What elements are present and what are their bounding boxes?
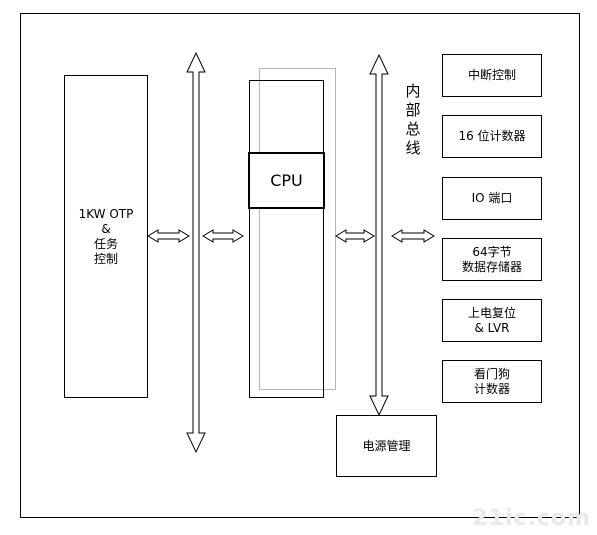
otp-label: 1KW OTP & 任务 控制 [78,206,134,266]
cpu-column [249,80,324,398]
arrow-bus-cpu [202,229,244,243]
cpu-block: CPU [248,152,325,209]
watermark: 21ic.com [472,506,591,531]
interrupt-control-label: 中断控制 [467,68,516,82]
power-management-label: 电源管理 [362,438,411,453]
watchdog-block: 看门狗 计数器 [442,360,542,403]
left-bus-arrow [186,51,206,454]
watchdog-label: 看门狗 计数器 [473,366,510,396]
otp-block: 1KW OTP & 任务 控制 [64,75,148,398]
reset-lvr-label: 上电复位 & LVR [467,305,516,335]
counter16-label: 16 位计数器 [458,129,526,143]
io-port-label: IO 端口 [471,191,513,205]
arrow-bus-memory [391,229,435,243]
cpu-shadow [259,68,336,390]
io-port-block: IO 端口 [442,177,542,220]
arrow-cpu-bus [335,229,375,243]
cpu-label: CPU [270,171,303,190]
reset-lvr-block: 上电复位 & LVR [442,299,542,342]
interrupt-control-block: 中断控制 [442,54,542,97]
internal-bus-label: 内部总线 [405,82,421,157]
counter16-block: 16 位计数器 [442,115,542,158]
data-memory-block: 64字节 数据存储器 [442,238,542,281]
diagram-frame [20,13,580,518]
data-memory-label: 64字节 数据存储器 [461,244,522,274]
arrow-otp-bus [147,229,190,243]
internal-bus-arrow [369,53,389,417]
power-management-block: 电源管理 [336,415,437,477]
